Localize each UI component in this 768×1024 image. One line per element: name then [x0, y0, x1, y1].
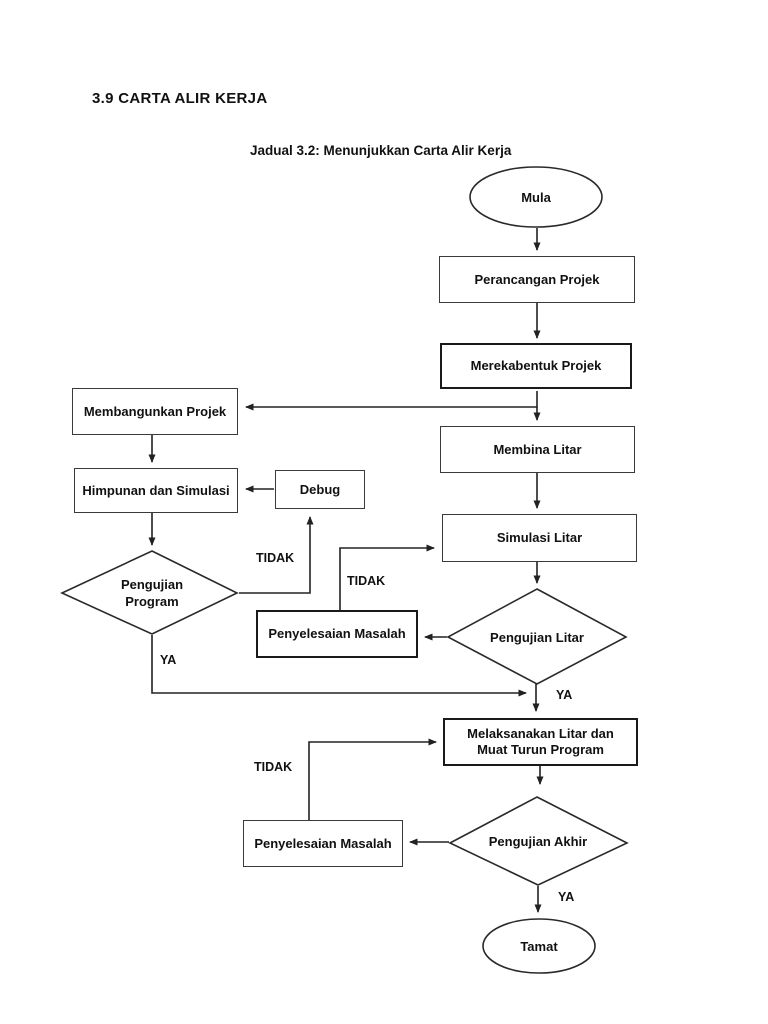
edge-penyelesaian-2-to-melaksanakan: [308, 738, 437, 820]
process-membangunkan-projek: Membangunkan Projek: [72, 388, 238, 435]
decision-pengujian-program-shape: [60, 550, 239, 635]
decision-pengujian-akhir-shape: [448, 796, 629, 886]
decision-pengujian-litar-label: Pengujian Litar: [490, 629, 584, 645]
process-himpunan-dan-simulasi: Himpunan dan Simulasi: [74, 468, 238, 513]
branch-label-tidak-pengujian-litar: TIDAK: [347, 574, 386, 588]
terminator-tamat-shape: [482, 918, 596, 974]
branch-label-tidak-pengujian-program: TIDAK: [256, 551, 295, 565]
process-simulasi-litar: Simulasi Litar: [442, 514, 637, 562]
process-penyelesaian-masalah-1: Penyelesaian Masalah: [256, 610, 418, 658]
edge-pengujian-program-ya-to-junction: [151, 635, 527, 697]
process-penyelesaian-masalah-2: Penyelesaian Masalah: [243, 820, 403, 867]
section-heading: 3.9 CARTA ALIR KERJA: [92, 90, 268, 107]
branch-label-ya-pengujian-program: YA: [160, 653, 177, 667]
decision-pengujian-akhir-label: Pengujian Akhir: [488, 833, 588, 849]
figure-caption: Jadual 3.2: Menunjukkan Carta Alir Kerja: [250, 143, 512, 158]
decision-pengujian-litar-shape: [446, 588, 628, 685]
edge-pengujian-program-tidak-to-debug: [239, 516, 314, 594]
terminator-mula-label: Mula: [521, 189, 551, 205]
branch-label-ya-pengujian-akhir: YA: [558, 890, 575, 904]
process-perancangan-projek: Perancangan Projek: [439, 256, 635, 303]
process-debug: Debug: [275, 470, 365, 509]
edge-merekabentuk-to-membangunkan: [245, 391, 538, 411]
terminator-mula-shape: [469, 166, 603, 228]
terminator-tamat-label: Tamat: [520, 938, 558, 954]
decision-pengujian-program-label: Pengujian Program: [120, 577, 184, 609]
process-membina-litar: Membina Litar: [440, 426, 635, 473]
branch-label-tidak-pengujian-akhir: TIDAK: [254, 760, 293, 774]
branch-label-ya-pengujian-litar: YA: [556, 688, 573, 702]
process-merekabentuk-projek: Merekabentuk Projek: [440, 343, 632, 389]
edge-penyelesaian-1-to-simulasi: [339, 544, 435, 610]
process-melaksanakan-litar: Melaksanakan Litar dan Muat Turun Progra…: [443, 718, 638, 766]
